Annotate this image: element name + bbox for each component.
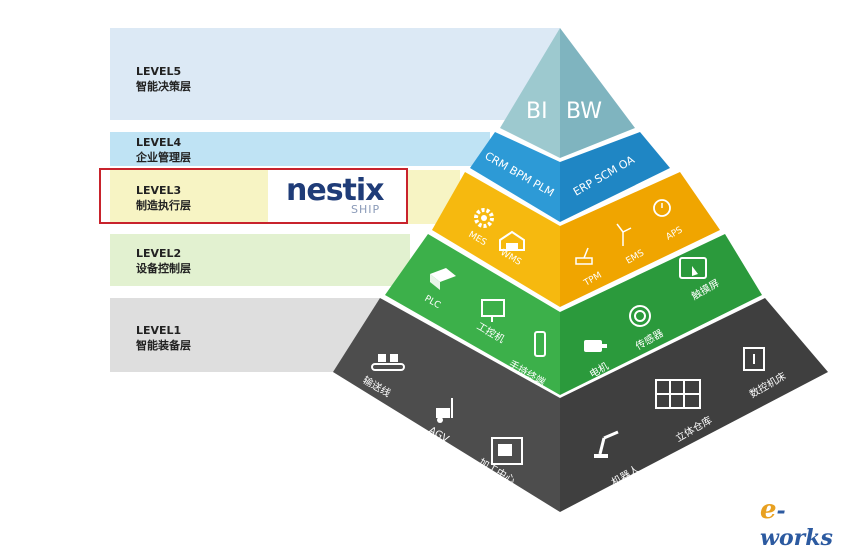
- tier5-right-face: [560, 28, 635, 158]
- robot-arm-icon: [575, 247, 593, 265]
- level-code: LEVEL2: [136, 247, 182, 260]
- tier2-right-face: [560, 234, 762, 395]
- level-name: 企业管理层: [136, 151, 191, 164]
- touchscreen-icon: [679, 257, 707, 279]
- level-name: 制造执行层: [136, 199, 191, 212]
- warehouse-icon: [499, 230, 525, 251]
- nestix-subtitle: SHIP: [351, 203, 381, 216]
- machining-center-icon: [491, 437, 523, 465]
- tier2-left-face: [385, 234, 560, 395]
- conveyor-icon: [371, 354, 405, 371]
- band-level5: [110, 28, 560, 120]
- level5-label: LEVEL5 智能决策层: [136, 64, 191, 94]
- plc-icon: [430, 268, 456, 290]
- tier3-right-face: [560, 172, 720, 307]
- band-level1: [110, 298, 380, 372]
- level-code: LEVEL1: [136, 324, 182, 337]
- eworks-e: e: [760, 495, 777, 525]
- tier5-left-label: BI: [526, 99, 548, 124]
- sensor-icon: [629, 305, 651, 327]
- band-level2: [110, 234, 410, 286]
- level-name: 智能装备层: [136, 339, 191, 352]
- pyramid-diagram: LEVEL5 智能决策层 LEVEL4 企业管理层 LEVEL3 制造执行层 L…: [99, 28, 833, 551]
- tier5-left-face: [500, 28, 560, 158]
- monitor-icon: [481, 299, 505, 322]
- tier1-right-face: [560, 298, 828, 512]
- tier4-right-face: [560, 132, 670, 222]
- tier4-left-face: [470, 132, 560, 222]
- eworks-watermark: e-works: [760, 495, 858, 551]
- level4-label: LEVEL4 企业管理层: [136, 135, 191, 165]
- industrial-robot-icon: [594, 430, 619, 458]
- band-level4: [110, 132, 490, 166]
- level3-highlight-frame: [99, 168, 408, 224]
- handheld-terminal-icon: [534, 331, 546, 357]
- level1-label: LEVEL1 智能装备层: [136, 323, 191, 353]
- level-code: LEVEL4: [136, 136, 182, 149]
- tier3-left-face: [432, 172, 560, 307]
- tier5-right-label: BW: [566, 99, 602, 124]
- clock-icon: [653, 199, 671, 217]
- level2-label: LEVEL2 设备控制层: [136, 246, 191, 276]
- tier1-left-face: [333, 298, 560, 512]
- warehouse-rack-icon: [655, 379, 701, 409]
- level3-label: LEVEL3 制造执行层: [136, 183, 191, 213]
- level-name: 智能决策层: [136, 80, 191, 93]
- cnc-machine-icon: [743, 347, 765, 371]
- gear-icon: [474, 208, 494, 228]
- forklift-agv-icon: [436, 398, 453, 423]
- wind-turbine-icon: [616, 223, 632, 246]
- pyramid-graphic: BI BW CRM BPM PLM ERP SCM OA MES WMS: [333, 28, 828, 512]
- level-code: LEVEL3: [136, 184, 182, 197]
- nestix-logo: nestix SHIP: [268, 170, 406, 222]
- level-name: 设备控制层: [136, 262, 191, 275]
- level-code: LEVEL5: [136, 65, 182, 78]
- nestix-wordmark: nestix: [286, 173, 385, 208]
- motor-icon: [584, 340, 607, 352]
